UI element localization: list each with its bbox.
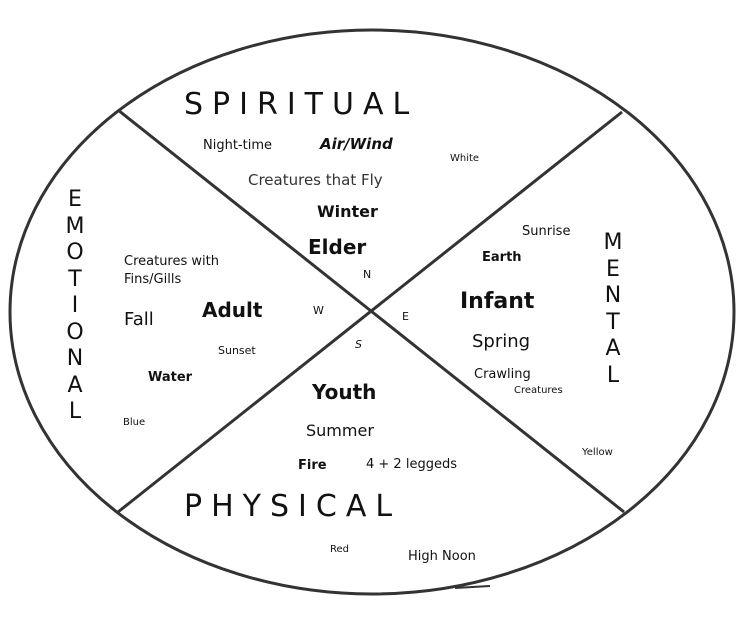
direction-north: N — [363, 268, 372, 281]
spiritual-season: Winter — [317, 202, 378, 221]
physical-time: High Noon — [408, 549, 476, 564]
emotional-creatures-line1: Creatures with — [124, 254, 219, 269]
physical-creatures: 4 + 2 leggeds — [366, 457, 457, 472]
direction-west: W — [313, 304, 324, 317]
emotional-element: Water — [148, 370, 193, 385]
physical-stage: Youth — [312, 380, 377, 404]
physical-element: Fire — [298, 458, 327, 473]
mental-creatures-line1: Crawling — [474, 367, 531, 382]
emotional-creatures-line2: Fins/Gills — [124, 272, 182, 287]
mental-color: Yellow — [582, 447, 613, 458]
emotional-season: Fall — [124, 309, 154, 330]
emotional-title: E M O T I O N A L — [65, 187, 85, 424]
spiritual-element: Air/Wind — [320, 135, 393, 153]
mental-element: Earth — [482, 250, 522, 265]
spiritual-creatures: Creatures that Fly — [248, 171, 383, 189]
mental-season: Spring — [472, 331, 531, 352]
direction-east: E — [402, 310, 409, 323]
emotional-color: Blue — [123, 417, 146, 428]
wheel-outline — [8, 28, 736, 596]
spiritual-stage: Elder — [308, 235, 367, 259]
bottom-scribble — [454, 585, 491, 589]
physical-color: Red — [330, 544, 349, 555]
emotional-stage: Adult — [202, 298, 263, 322]
mental-creatures-line2: Creatures — [514, 385, 563, 396]
physical-title: PHYSICAL — [184, 489, 402, 524]
mental-time: Sunrise — [522, 224, 571, 239]
physical-season: Summer — [306, 421, 374, 440]
direction-south: S — [355, 338, 362, 351]
spiritual-title: SPIRITUAL — [184, 87, 419, 122]
spiritual-color: White — [450, 153, 480, 164]
mental-stage: Infant — [460, 289, 535, 314]
spiritual-time: Night-time — [203, 138, 272, 153]
divider-ne-sw — [117, 110, 623, 514]
emotional-time: Sunset — [218, 344, 256, 357]
mental-title: M E N T A L — [603, 230, 623, 388]
